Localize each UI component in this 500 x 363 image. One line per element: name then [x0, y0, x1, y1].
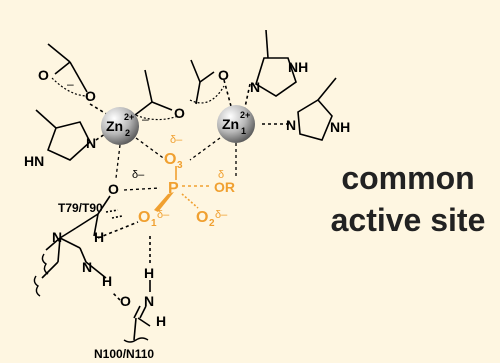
o-lower: O	[120, 293, 131, 309]
threonine-residue	[41, 195, 139, 279]
n-ring: N	[52, 229, 62, 245]
o2-sub: 2	[209, 218, 215, 229]
acetate-left	[47, 43, 114, 119]
or-atom: OR	[214, 179, 235, 195]
minus-a: –	[67, 77, 74, 91]
o1-atom: O	[138, 209, 150, 226]
t79-label: T79/T90	[58, 201, 103, 215]
o-top-left: O	[38, 67, 49, 83]
o2-atom: O	[196, 209, 208, 226]
o3-atom: O	[164, 151, 176, 168]
svg-text:2+: 2+	[124, 112, 134, 122]
n-bottom: N	[82, 259, 92, 275]
n-left: N	[86, 135, 96, 151]
nh-top: NH	[288, 59, 308, 75]
o1-sub: 1	[151, 218, 157, 229]
zn2-atom: Zn 2 2+	[101, 107, 139, 145]
n-right: N	[286, 117, 296, 133]
hn-left: HN	[24, 153, 44, 169]
o-top-right: O	[218, 67, 229, 83]
imidazole-right	[262, 77, 337, 141]
o-bridge-charge: δ–	[132, 169, 145, 181]
o-top-left-2: O	[85, 88, 96, 104]
asparagine-residue	[111, 236, 151, 341]
or-charge: δ	[218, 169, 224, 181]
squiggle-2	[33, 275, 41, 297]
caption-line-1: common	[341, 160, 475, 196]
o-top-mid: O	[174, 105, 185, 121]
h-bottom: H	[102, 273, 112, 289]
svg-text:2+: 2+	[240, 110, 250, 120]
svg-text:1: 1	[241, 126, 246, 136]
n-top: N	[250, 79, 260, 95]
imidazole-top	[243, 29, 297, 113]
o2-charge: δ–	[215, 209, 228, 221]
h-ring: H	[94, 229, 104, 245]
h-lower: H	[144, 265, 154, 281]
caption-line-2: active site	[330, 202, 486, 238]
p-atom: P	[168, 180, 179, 197]
acetate-middle	[127, 69, 173, 121]
n-lower: N	[144, 293, 154, 309]
h-lower-2: H	[156, 313, 166, 329]
n100-label: N100/N110	[94, 347, 154, 361]
minus-b: –	[142, 112, 149, 126]
delocalized-arc-right	[189, 85, 225, 104]
svg-text:Zn: Zn	[222, 116, 239, 132]
squiggle-1	[41, 253, 49, 275]
o1-charge: δ–	[157, 209, 170, 221]
wedge-bond	[154, 192, 174, 212]
svg-text:2: 2	[125, 128, 130, 138]
coordination-lines	[115, 137, 237, 191]
squiggle-3	[123, 337, 149, 343]
o3-sub: 3	[177, 160, 183, 171]
o-bridge: O	[108, 181, 119, 197]
acetate-right	[190, 59, 233, 111]
o3-charge: δ–	[170, 134, 183, 146]
zn1-atom: Zn 1 2+	[217, 105, 255, 143]
imidazole-left	[35, 109, 109, 161]
nh-right: NH	[330, 119, 350, 135]
svg-text:Zn: Zn	[106, 118, 123, 134]
phosphate-bonds	[175, 166, 212, 209]
